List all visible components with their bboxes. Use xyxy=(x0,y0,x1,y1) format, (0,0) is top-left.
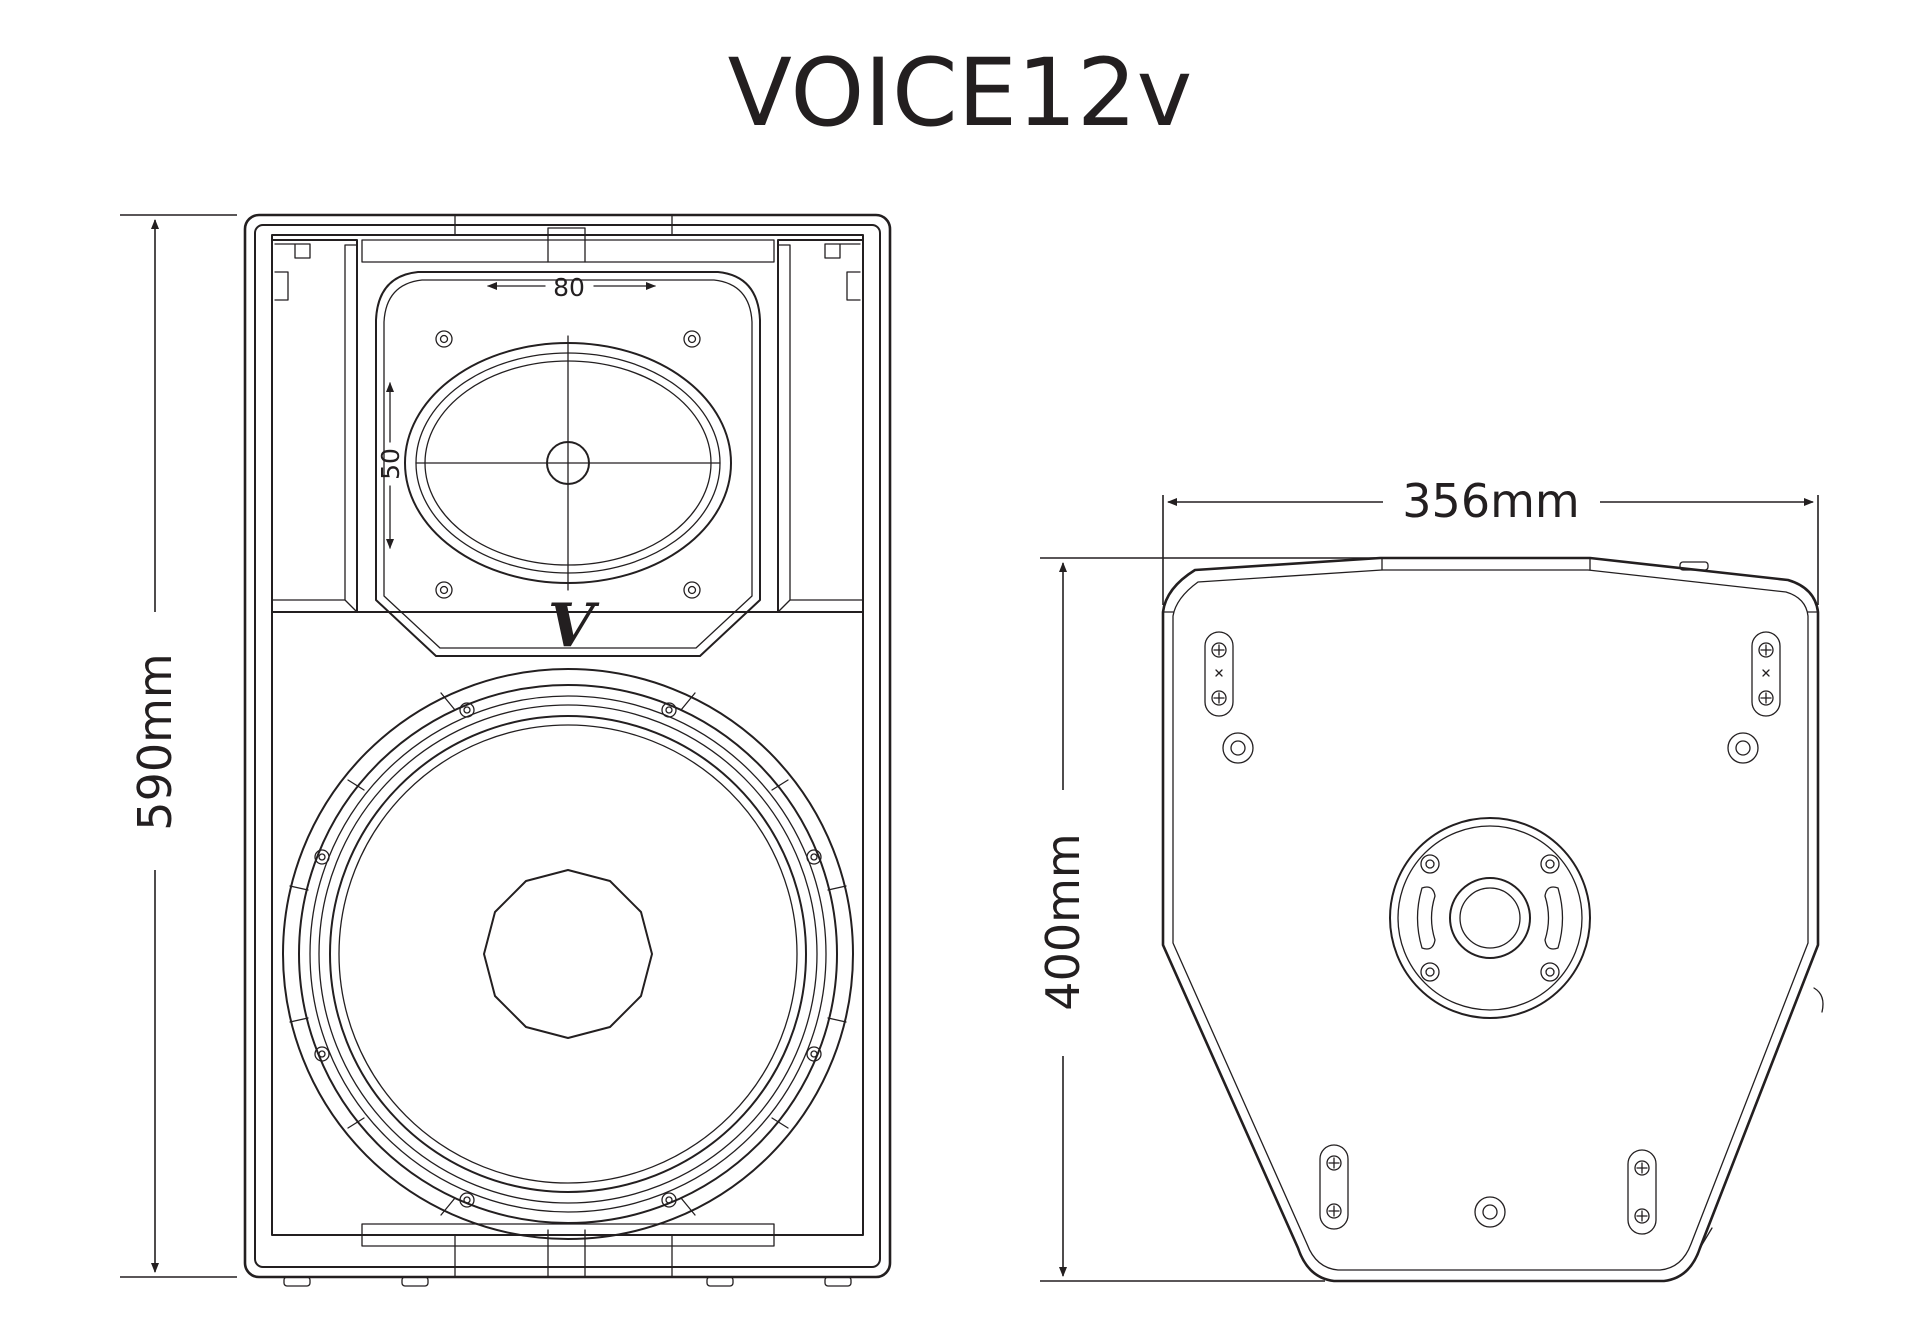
horn-vertical-angle-label: 50 xyxy=(376,448,405,480)
front-view: 80 50 V xyxy=(120,213,892,1287)
horn-flange: 80 50 V xyxy=(375,271,761,661)
depth-dimension-label: 400mm xyxy=(1036,833,1090,1010)
height-dimension-label: 590mm xyxy=(128,653,182,830)
drawing-title: VOICE12v xyxy=(728,39,1193,148)
side-view: 356mm 400mm xyxy=(1036,474,1824,1283)
pole-mount-cup xyxy=(1389,817,1591,1019)
woofer xyxy=(282,668,854,1240)
front-cabinet-inner-edge xyxy=(254,224,881,1268)
side-cabinet-outline xyxy=(1161,556,1820,1283)
height-dimension: 590mm xyxy=(120,214,237,1278)
horn-horizontal-angle-label: 80 xyxy=(553,273,585,302)
brand-logo-mark: V xyxy=(548,591,600,661)
width-dimension-label: 356mm xyxy=(1402,474,1579,528)
depth-dimension: 400mm xyxy=(1036,557,1375,1282)
width-dimension: 356mm xyxy=(1162,474,1819,605)
front-cabinet-outline xyxy=(243,213,892,1279)
front-baffle xyxy=(271,234,864,1236)
